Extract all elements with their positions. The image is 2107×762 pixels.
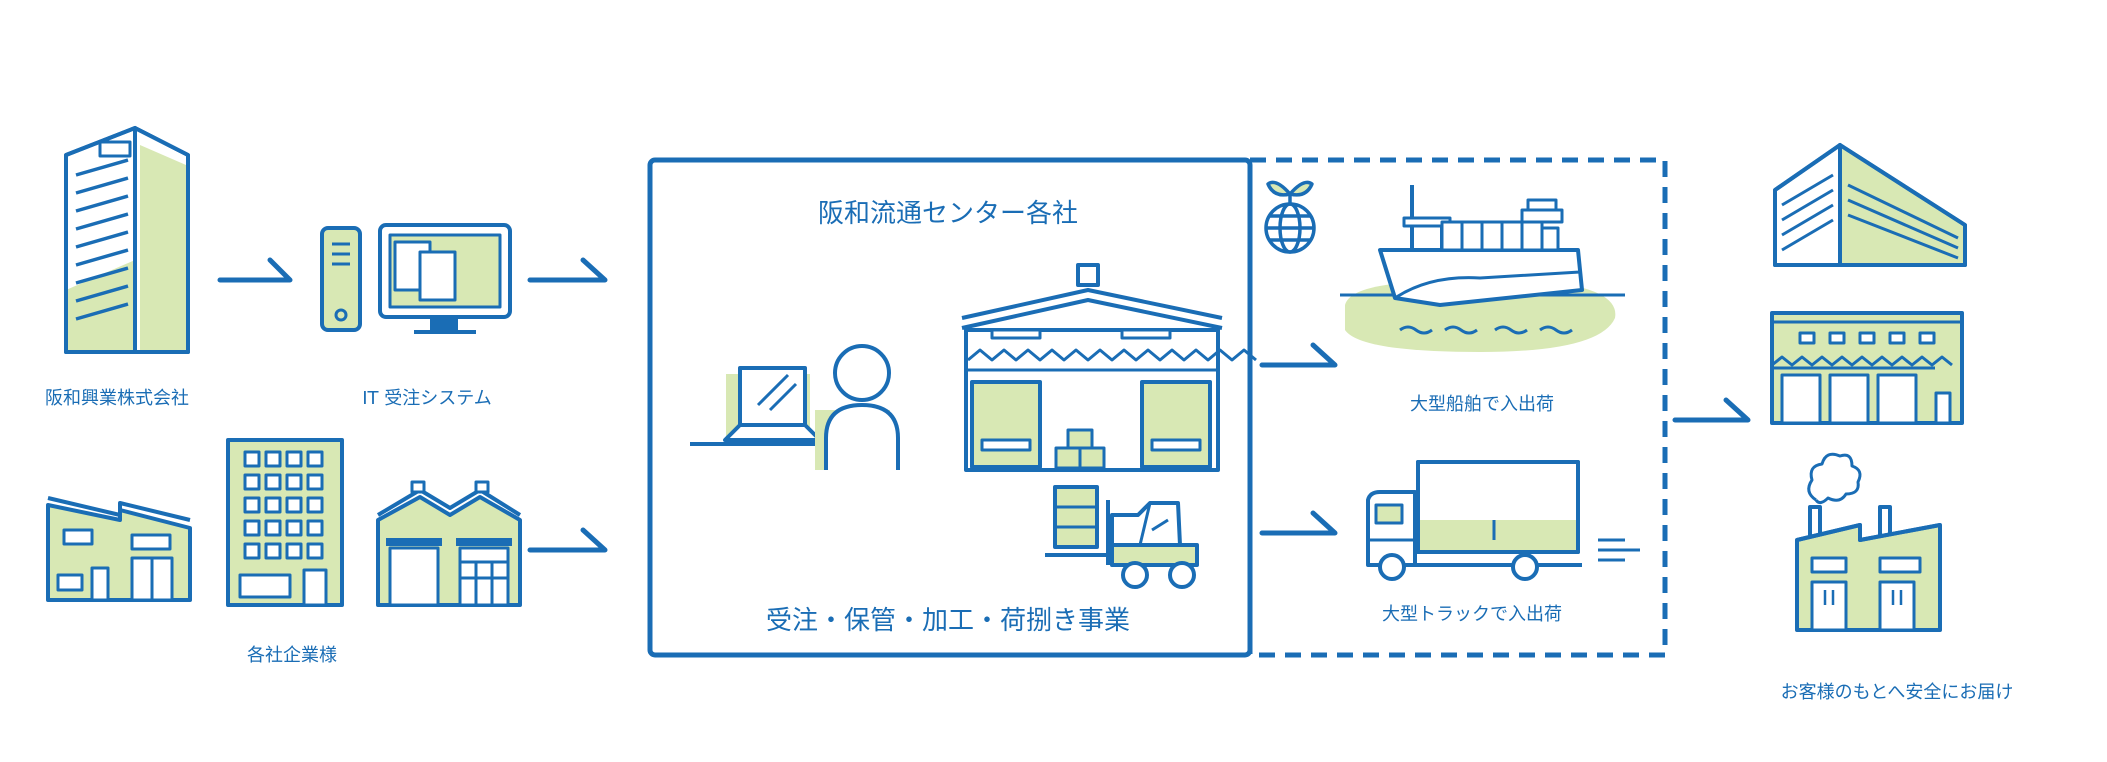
label-ship-inbound: 大型船舶で入出荷: [1410, 394, 1554, 415]
cargo-ship-icon: [1340, 185, 1625, 352]
flow-arrow-icon: [217, 257, 293, 283]
flow-arrow-icon: [1259, 510, 1338, 536]
office-building-icon: [1773, 143, 1967, 267]
office-tower-icon: [64, 126, 190, 354]
flow-arrow-icon: [1672, 397, 1751, 423]
apartment-icon: [226, 438, 344, 607]
flow-arrow-icon: [527, 527, 608, 553]
label-center-business: 受注・保管・加工・荷捌き事業: [765, 606, 1131, 636]
label-delivery: お客様のもとへ安全にお届け: [1780, 682, 2014, 703]
truck-icon: [1366, 460, 1640, 581]
warehouse-icon: [961, 263, 1257, 472]
label-truck-inbound: 大型トラックで入出荷: [1382, 604, 1562, 625]
label-it-system: IT 受注システム: [362, 388, 492, 409]
label-hanwa-kogyo: 阪和興業株式会社: [45, 388, 189, 409]
transport-dashed-box: [1247, 157, 1668, 658]
factory-icon: [46, 496, 192, 602]
label-center-title: 阪和流通センター各社: [817, 199, 1079, 229]
flow-arrow-icon: [527, 257, 608, 283]
flow-arrow-icon: [1259, 342, 1338, 368]
globe-sprout-icon: [1264, 180, 1316, 254]
customer-factory-icon: [1795, 452, 1942, 632]
person-laptop-icon: [690, 344, 900, 470]
factory-icon: [376, 480, 522, 607]
forklift-icon: [1045, 485, 1199, 589]
computer-icon: [320, 223, 512, 334]
label-client-companies: 各社企業様: [247, 645, 337, 666]
delivery-warehouse-icon: [1770, 311, 1964, 425]
